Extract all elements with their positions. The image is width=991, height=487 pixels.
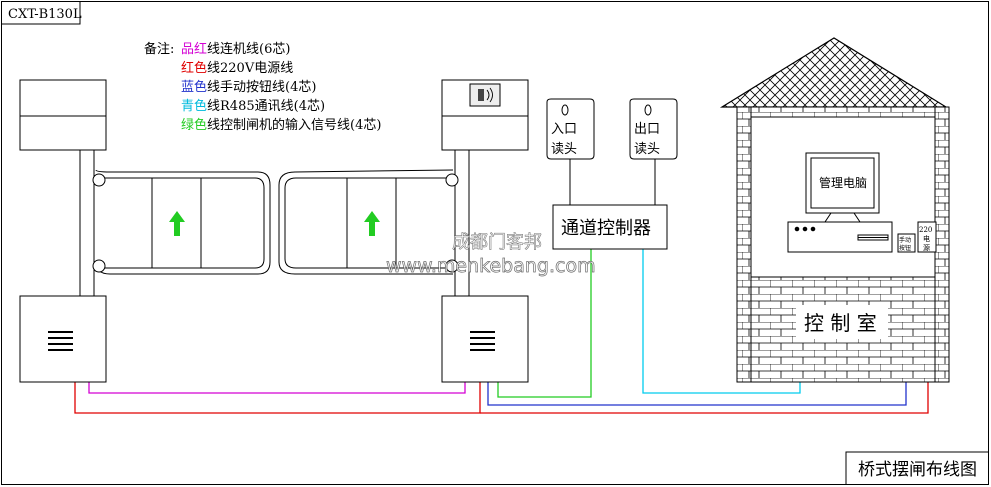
left-wing-hinge-top [92,173,106,187]
lintel-bricks [750,106,936,118]
right-wing-hinge-top [445,173,459,187]
diagram-title: 桥式摆闸布线图 [858,460,977,480]
entry-reader: 入口 读头 [546,98,595,160]
right-wing-hinge-bottom [445,259,459,273]
right-gate [441,79,529,383]
note-line-2: 红色线220V电源线 [181,60,293,76]
card-reader-icon [469,83,501,107]
exit-reader-indicator-icon [644,104,652,116]
left-gate-post [79,149,95,297]
left-gate [19,79,107,383]
manual-button-line1: 手动 [899,236,911,244]
note-2-color-word: 红色 [181,60,207,76]
right-brick-column [934,106,950,383]
note-line-4: 青色线R485通讯线(4芯) [181,98,325,114]
left-brick-column [736,106,752,383]
watermark: 成都门客邦 www.menkebang.com [386,232,596,278]
monitor-screen [810,157,875,209]
note-2-text: 线220V电源线 [207,61,293,76]
manual-button-line2: 按钮 [899,244,911,252]
note-1-color-word: 品红 [181,41,207,57]
left-wing-inner [103,177,265,269]
control-room-label: 控 制 室 [804,311,877,335]
room-label-plate [796,305,888,339]
note-line-5: 绿色线控制闸机的输入信号线(4芯) [181,117,381,133]
entry-reader-indicator-icon [561,104,569,116]
right-gate-vent-icon [470,331,495,351]
note-3-text: 线手动按钮线(4芯) [207,80,316,95]
entry-reader-line2: 读头 [551,142,577,157]
note-line-1: 品红线连机线(6芯) [181,41,290,57]
red-power-wire-left [74,381,481,414]
right-gate-top-body [441,115,529,151]
note-5-color-word: 绿色 [181,117,207,133]
left-gate-vent-icon [48,331,73,351]
green-signal-wire [497,249,592,398]
magenta-link-wire [88,381,466,394]
power-line3: 源 [923,243,930,252]
exit-reader: 出口 读头 [629,98,678,160]
roof [719,37,949,108]
exit-reader-line2: 读头 [634,142,660,157]
right-wing-inner [284,177,450,269]
controller-label: 通道控制器 [561,218,651,239]
diagram-title-box: 桥式摆闸布线图 [845,451,988,484]
note-5-text: 线控制闸机的输入信号线(4芯) [207,117,381,133]
power-box: 220 电 源 [917,221,937,253]
model-label: CXT-B130L [2,2,82,25]
pc-led-2 [802,226,808,232]
left-gate-top-body [19,115,107,151]
right-direction-arrow-icon [364,211,380,236]
monitor-stand [824,212,861,223]
watermark-url: www.menkebang.com [386,255,596,277]
left-gate-top-cap [19,79,107,117]
pc-led-1 [794,226,800,232]
note-4-text: 线R485通讯线(4芯) [207,99,325,114]
manual-button-box: 手动 按钮 [897,233,916,253]
power-line1: 220 [919,226,932,234]
management-computer: 管理电脑 [787,152,893,253]
entry-reader-line1: 入口 [551,122,577,137]
exit-reader-line1: 出口 [634,122,660,137]
notes-prefix: 备注: [144,41,174,57]
note-4-color-word: 青色 [181,98,207,114]
monitor-label: 管理电脑 [819,175,867,190]
note-3-color-word: 蓝色 [181,79,207,95]
left-direction-arrow-icon [169,211,185,236]
left-wing-hinge-bottom [92,259,106,273]
model-text: CXT-B130L [8,7,82,22]
pc-led-3 [810,226,816,232]
control-room: 控 制 室 管理电脑 手动 按钮 220 电 源 [719,37,950,383]
watermark-name: 成都门客邦 [452,232,542,253]
legend-notes: 备注: 品红线连机线(6芯) 红色线220V电源线 蓝色线手动按钮线(4芯) 青… [144,41,381,133]
channel-controller: 通道控制器 [552,204,668,250]
note-1-text: 线连机线(6芯) [207,41,290,57]
power-line2: 电 [923,234,930,243]
note-line-3: 蓝色线手动按钮线(4芯) [181,79,316,95]
